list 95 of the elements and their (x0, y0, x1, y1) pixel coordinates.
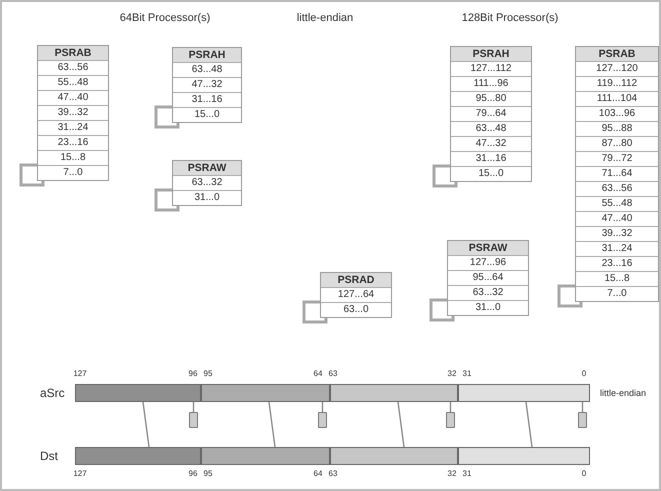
bit-range: 63...48 (451, 121, 531, 136)
connector-line (525, 402, 533, 448)
register-lane (330, 447, 458, 465)
register-lane (458, 384, 590, 402)
bit-index: 32 (448, 469, 456, 478)
bit-index: 63 (328, 469, 338, 478)
bit-range: 7...0 (38, 165, 108, 180)
bit-index: 64 (314, 469, 322, 478)
bit-index: 0 (582, 369, 586, 378)
bit-range: 63...32 (448, 285, 528, 300)
bit-index: 127 (73, 469, 87, 478)
bit-range: 47...32 (173, 77, 241, 92)
bit-range: 55...48 (576, 196, 658, 211)
bit-range: 119...112 (576, 76, 658, 91)
sign-bit-box (446, 412, 455, 428)
register-lane (75, 447, 201, 465)
bit-range: 15...0 (173, 107, 241, 122)
bit-index: 0 (582, 469, 586, 478)
connector-line (142, 402, 150, 448)
bit-range: 31...0 (448, 300, 528, 315)
byte-order-note: little-endian (600, 388, 646, 398)
bit-range: 95...64 (448, 270, 528, 285)
register-lane (201, 447, 330, 465)
bit-index: 96 (188, 369, 198, 378)
bit-index: 96 (188, 469, 198, 478)
bit-range: 63...0 (321, 302, 391, 317)
bit-range: 111...104 (576, 91, 658, 106)
bit-range: 103...96 (576, 106, 658, 121)
bit-range: 23...16 (576, 256, 658, 271)
register-lane (458, 447, 590, 465)
bit-range: 111...96 (451, 76, 531, 91)
section-heading: 128Bit Processor(s) (462, 12, 558, 24)
bit-range: 15...0 (451, 166, 531, 181)
bit-index: 127 (73, 369, 87, 378)
connector-line (450, 402, 452, 412)
bit-range: 31...16 (451, 151, 531, 166)
instruction-name: PSRAB (38, 46, 108, 60)
bit-index: 63 (328, 369, 338, 378)
connector-line (397, 402, 405, 448)
bit-index: 32 (448, 369, 456, 378)
bit-range: 47...32 (451, 136, 531, 151)
bit-range: 79...72 (576, 151, 658, 166)
instruction-name: PSRAB (576, 47, 658, 61)
bit-range: 63...56 (38, 60, 108, 75)
register-lane (75, 384, 201, 402)
section-heading: little-endian (296, 12, 354, 24)
instruction-name: PSRAH (173, 48, 241, 62)
bit-range: 55...48 (38, 75, 108, 90)
register-name: aSrc (40, 386, 65, 400)
section-heading: 64Bit Processor(s) (120, 12, 210, 24)
bit-range: 127...112 (451, 61, 531, 76)
sign-bit-box (578, 412, 587, 428)
bit-range: 87...80 (576, 136, 658, 151)
bit-range: 95...88 (576, 121, 658, 136)
bit-range: 127...120 (576, 61, 658, 76)
bit-range: 63...56 (576, 181, 658, 196)
bit-index: 31 (462, 369, 472, 378)
bit-range: 15...8 (38, 150, 108, 165)
register-row (40, 384, 592, 402)
instruction-name: PSRAW (173, 161, 241, 175)
register-lane (330, 384, 458, 402)
bit-range: 31...16 (173, 92, 241, 107)
instruction-name: PSRAD (321, 273, 391, 287)
instruction-name: PSRAH (451, 47, 531, 61)
bit-range: 31...24 (38, 120, 108, 135)
connector-line (322, 402, 324, 412)
connector-line (582, 402, 584, 412)
bit-range: 63...32 (173, 175, 241, 190)
bit-range: 15...8 (576, 271, 658, 286)
bit-index: 95 (204, 369, 212, 378)
bit-range: 23...16 (38, 135, 108, 150)
bit-range: 39...32 (576, 226, 658, 241)
bit-range: 79...64 (451, 106, 531, 121)
bit-range: 95...80 (451, 91, 531, 106)
instruction-name: PSRAW (448, 241, 528, 255)
bit-range: 47...40 (576, 211, 658, 226)
register-lane (201, 384, 330, 402)
connector-line (268, 402, 276, 448)
register-row (40, 447, 592, 465)
bit-index: 64 (314, 369, 322, 378)
bit-range: 127...96 (448, 255, 528, 270)
bit-index: 95 (204, 469, 212, 478)
bit-range: 39...32 (38, 105, 108, 120)
register-name: Dst (40, 449, 58, 463)
bit-range: 31...24 (576, 241, 658, 256)
bit-index: 31 (462, 469, 472, 478)
bit-range: 127...64 (321, 287, 391, 302)
bit-range: 7...0 (576, 286, 658, 301)
bit-range: 63...48 (173, 62, 241, 77)
bit-range: 47...40 (38, 90, 108, 105)
bit-range: 71...64 (576, 166, 658, 181)
sign-bit-box (318, 412, 327, 428)
bit-range: 31...0 (173, 190, 241, 205)
connector-line (192, 402, 194, 412)
sign-bit-box (189, 412, 198, 428)
